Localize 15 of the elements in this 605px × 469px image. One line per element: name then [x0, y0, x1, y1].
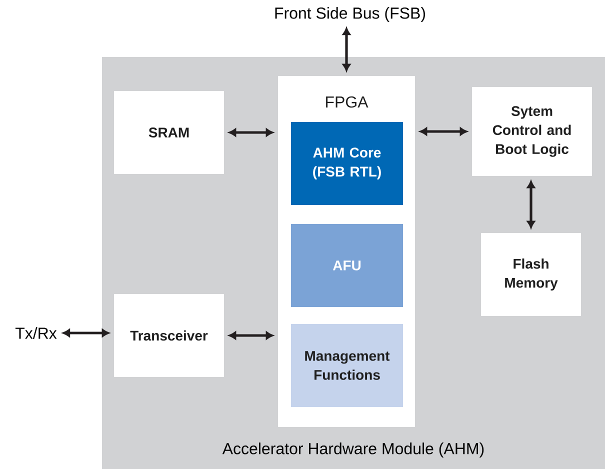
bus-label: Front Side Bus (FSB)	[275, 7, 425, 22]
arrow	[62, 329, 110, 337]
arrow	[527, 180, 535, 228]
block-box: Transceiver	[114, 294, 224, 377]
port-label: Tx/Rx	[15, 327, 57, 339]
arrow	[342, 28, 350, 72]
block-box: Sytem Control and Boot Logic	[472, 87, 592, 176]
block-box: Flash Memory	[481, 233, 581, 316]
block-box: AHM Core (FSB RTL)	[291, 122, 403, 205]
arrow	[228, 128, 274, 136]
arrow	[228, 332, 274, 340]
block-box: Management Functions	[291, 324, 403, 407]
arrow	[420, 128, 468, 136]
block-box: AFU	[291, 224, 403, 307]
block-box: SRAM	[114, 91, 224, 174]
